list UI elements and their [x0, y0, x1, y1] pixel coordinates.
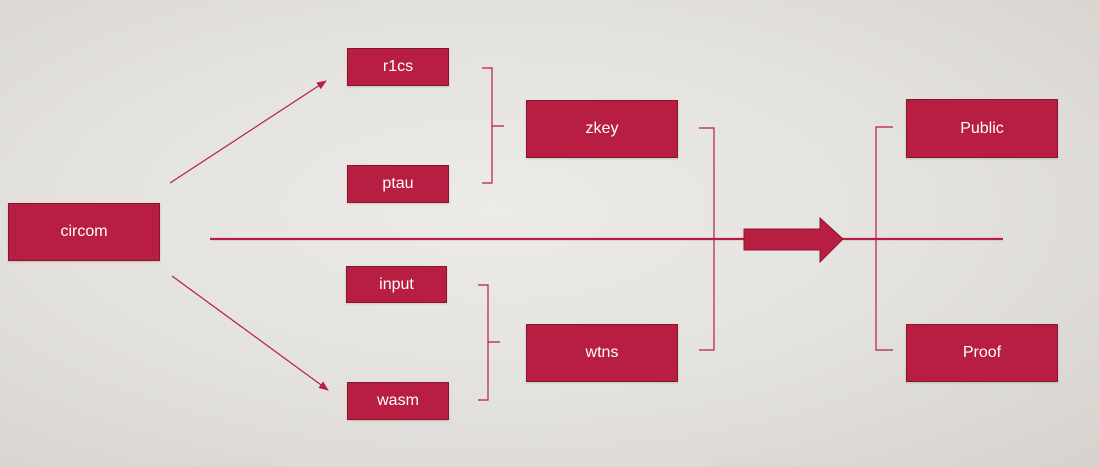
node-input-label: input: [379, 275, 414, 293]
arrow-circom-to-r1cs: [169, 80, 327, 184]
node-wtns: wtns: [526, 324, 678, 382]
bracket-input-wasm: [478, 284, 500, 401]
node-circom-label: circom: [60, 223, 108, 240]
node-proof-label: Proof: [962, 344, 1002, 361]
node-zkey: zkey: [526, 100, 678, 158]
node-wtns-label: wtns: [585, 344, 619, 361]
node-proof: Proof: [906, 324, 1058, 382]
node-ptau-label: ptau: [382, 175, 414, 192]
node-r1cs-label: r1cs: [382, 58, 414, 75]
node-wasm: wasm: [347, 382, 449, 420]
arrow-circom-to-wasm: [171, 275, 329, 391]
node-ptau: ptau: [347, 165, 449, 203]
node-zkey-label: zkey: [585, 120, 619, 137]
node-input: input: [346, 266, 447, 303]
bracket-r1cs-ptau: [482, 67, 504, 184]
node-wasm-label: wasm: [377, 392, 419, 409]
node-public-label: Public: [960, 119, 1004, 137]
block-arrow: [743, 216, 844, 264]
node-public: Public: [906, 99, 1058, 158]
node-r1cs: r1cs: [347, 48, 449, 86]
node-circom: circom: [8, 203, 160, 261]
